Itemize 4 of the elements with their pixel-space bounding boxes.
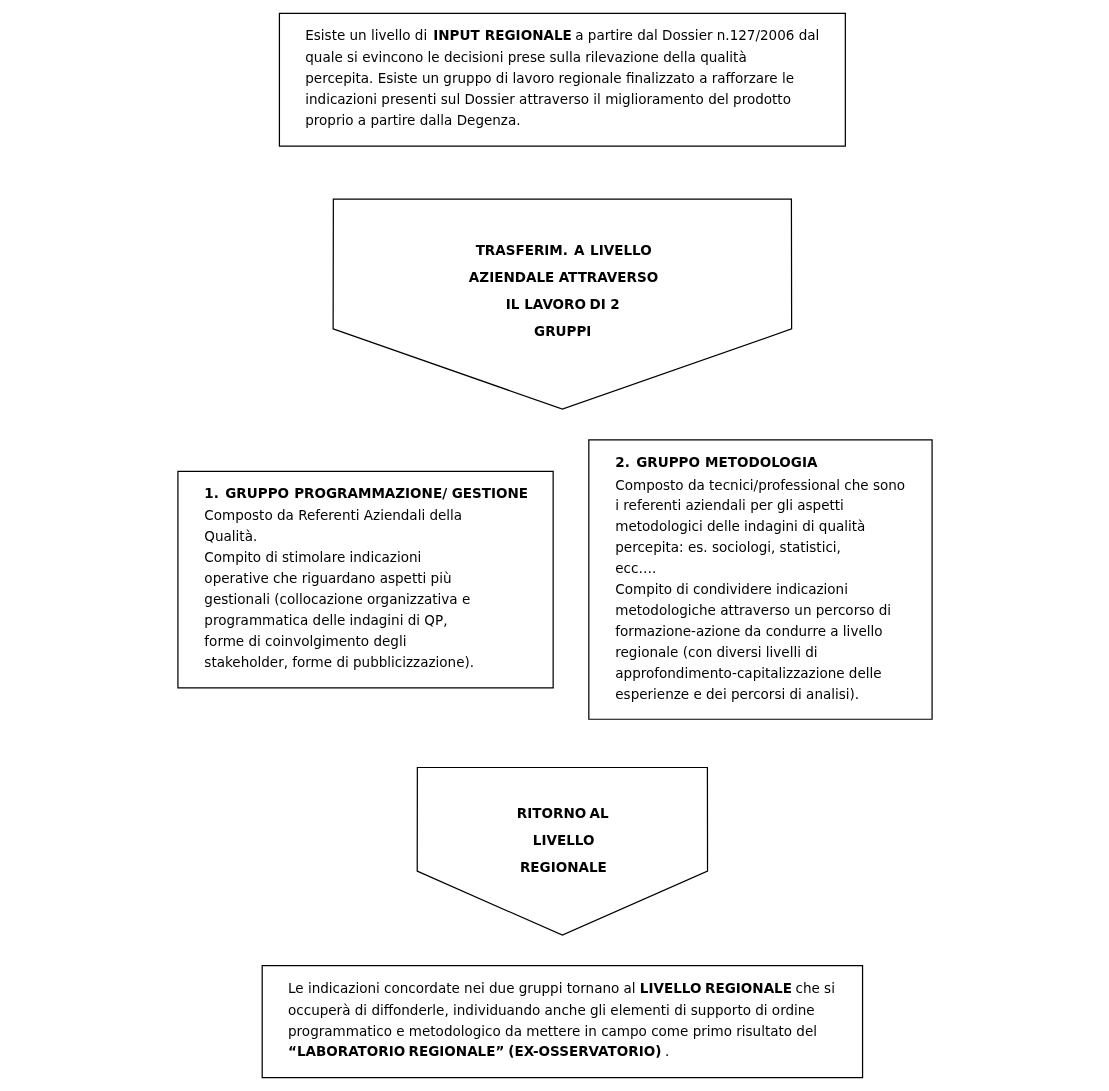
node-box: 2. GRUPPO METODOLOGIA Composto da tecnici/professional che sono i referenti aziendali per gli aspetti metodologici delle indagini di qualità percepita: es. sociologi, statistici, ecc…. Compito di condividere indicazioni metodologiche attraverso un percorso di formazione-azione da condurre a livello regionale (con diversi livelli di approfondimento-capitalizzazione delle esperienze e dei percorsi di analisi).	[587, 439, 933, 720]
node-box: Esiste un livello di INPUT REGIONALE a partire dal Dossier n.127/2006 dal quale si evincono le decisioni prese sulla rilevazione della qualità percepita. Esiste un gruppo di lavoro regionale finalizzato a rafforzare le indicazioni presenti sul Dossier attraverso il miglioramento del prodotto proprio a partire dalla Degenza.	[278, 12, 846, 147]
node-box: 1. GRUPPO PROGRAMMAZIONE/ GESTIONE Composto da Referenti Aziendali della Qualità. Compito di stimolare indicazioni operative che riguardano aspetti più gestionali (collocazione organizzativa e programmatica delle indagini di QP, forme di coinvolgimento degli stakeholder, forme di pubblicizzazione).	[176, 470, 554, 689]
node-box: Le indicazioni concordate nei due gruppi tornano al LIVELLO REGIONALE che si occuperà di diffonderle, individuando anche gli elementi di supporto di ordine programmatico e metodologico da mettere in campo come primo risultato del “LABORATORIO REGIONALE” (EX-OSSERVATORIO).	[261, 965, 863, 1079]
